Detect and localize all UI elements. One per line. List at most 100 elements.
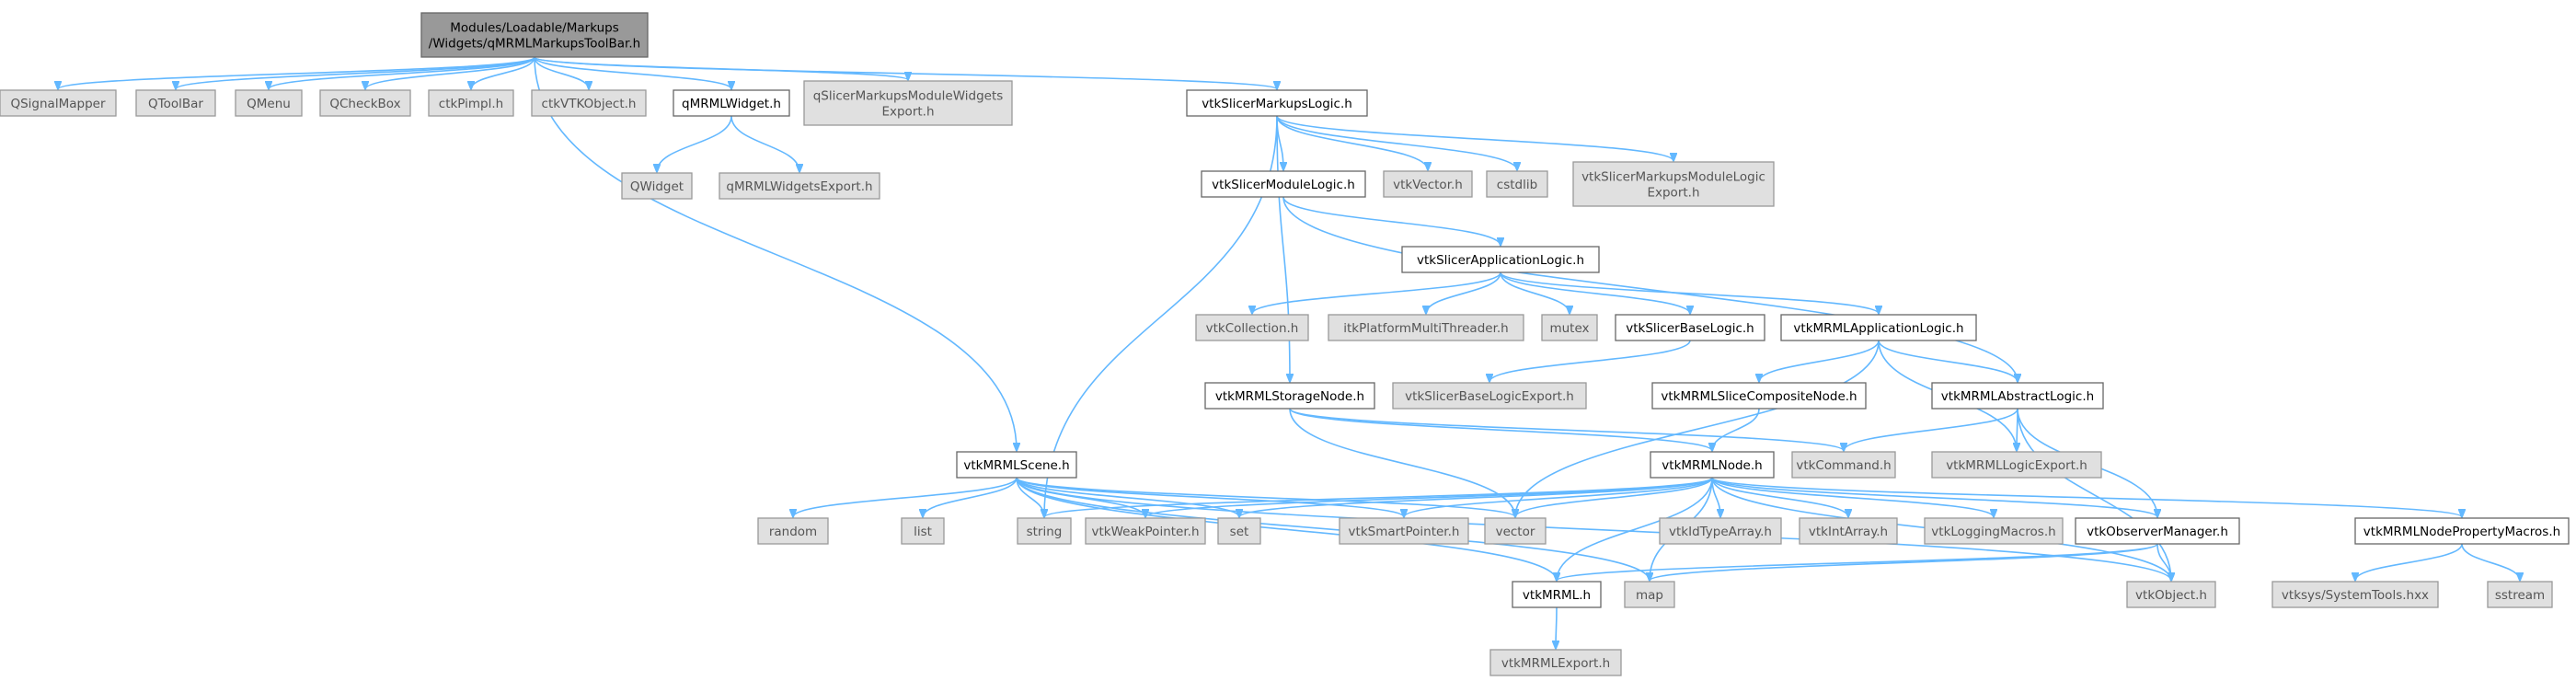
- node-list[interactable]: list: [901, 517, 945, 545]
- node-root[interactable]: Modules/Loadable/Markups/Widgets/qMRMLMa…: [420, 12, 649, 58]
- edge-vtk-mrmlnode-to-vtk-mrml: [1557, 477, 1713, 581]
- node-box: [1512, 581, 1602, 608]
- node-vtk-mrmlslice-composite-node[interactable]: vtkMRMLSliceCompositeNode.h: [1651, 382, 1867, 410]
- node-qtool-bar[interactable]: QToolBar: [135, 89, 216, 117]
- node-vtk-slicer-application-logic[interactable]: vtkSlicerApplicationLogic.h: [1401, 246, 1600, 273]
- node-vtk-mrmlnode[interactable]: vtkMRMLNode.h: [1650, 451, 1775, 479]
- node-label: vtkMRMLNodePropertyMacros.h: [2363, 525, 2560, 539]
- edge-vtk-mrmlscene-to-vtk-smart-pointer: [1016, 477, 1404, 517]
- edge-vtk-observer-manager-to-map: [1650, 543, 2158, 581]
- edge-vtk-mrmlnode-to-vtk-observer-manager: [1711, 477, 2157, 517]
- node-box: [531, 89, 647, 117]
- node-cstdlib[interactable]: cstdlib: [1486, 170, 1548, 198]
- node-q-mrmlwidgets-export[interactable]: qMRMLWidgetsExport.h: [719, 172, 880, 200]
- node-vtk-object[interactable]: vtkObject.h: [2126, 581, 2216, 608]
- node-label: vtkSlicerBaseLogic.h: [1626, 321, 1754, 336]
- node-vtk-slicer-base-logic-export[interactable]: vtkSlicerBaseLogicExport.h: [1392, 382, 1587, 410]
- node-label: map: [1636, 588, 1663, 603]
- node-label: vtkMRMLLogicExport.h: [1946, 458, 2087, 473]
- node-vtk-mrmlapplication-logic[interactable]: vtkMRMLApplicationLogic.h: [1780, 314, 1977, 341]
- node-random[interactable]: random: [757, 517, 829, 545]
- node-box: [235, 89, 303, 117]
- edge-vtk-mrml-to-vtk-mrmlexport: [1556, 606, 1557, 649]
- node-vtk-id-type-array[interactable]: vtkIdTypeArray.h: [1659, 517, 1782, 545]
- edge-vtk-slicer-application-logic-to-vtk-slicer-base-logic: [1500, 271, 1690, 314]
- node-vtk-logging-macros[interactable]: vtkLoggingMacros.h: [1924, 517, 2064, 545]
- node-vtk-int-array[interactable]: vtkIntArray.h: [1799, 517, 1898, 545]
- node-label: vtkSlicerApplicationLogic.h: [1417, 253, 1584, 268]
- edge-vtk-observer-manager-to-vtk-object: [2156, 543, 2171, 581]
- node-box: [2126, 581, 2216, 608]
- node-vtk-mrmlscene[interactable]: vtkMRMLScene.h: [956, 451, 1077, 479]
- node-label: string: [1027, 525, 1063, 539]
- node-map[interactable]: map: [1624, 581, 1675, 608]
- node-vtk-mrml[interactable]: vtkMRML.h: [1512, 581, 1602, 608]
- node-box: [1186, 89, 1368, 117]
- node-vtk-command[interactable]: vtkCommand.h: [1791, 451, 1896, 479]
- node-sstream[interactable]: sstream: [2487, 581, 2553, 608]
- node-vtk-mrmllogic-export[interactable]: vtkMRMLLogicExport.h: [1931, 451, 2102, 479]
- edge-vtk-mrmlabstract-logic-to-vtk-command: [1844, 408, 2018, 451]
- node-mutex[interactable]: mutex: [1541, 314, 1598, 341]
- node-qcheck-box[interactable]: QCheckBox: [319, 89, 411, 117]
- node-string[interactable]: string: [1017, 517, 1072, 545]
- edge-vtk-slicer-module-logic-to-vtk-slicer-application-logic: [1282, 196, 1501, 246]
- node-label: vtkIntArray.h: [1809, 525, 1888, 539]
- node-label: Modules/Loadable/Markups: [450, 21, 619, 36]
- node-vtk-slicer-module-logic[interactable]: vtkSlicerModuleLogic.h: [1201, 170, 1366, 198]
- node-label: qSlicerMarkupsModuleWidgets: [813, 89, 1004, 104]
- node-box: [1659, 517, 1782, 545]
- edges-layer: [58, 56, 2520, 649]
- node-ctk-vtkobject[interactable]: ctkVTKObject.h: [531, 89, 647, 117]
- node-label: vtkCollection.h: [1206, 321, 1299, 336]
- node-label: ctkVTKObject.h: [542, 97, 637, 111]
- node-set[interactable]: set: [1217, 517, 1261, 545]
- node-box: [1931, 451, 2102, 479]
- edge-root-to-qcheck-box: [365, 56, 535, 89]
- edge-root-to-ctk-pimpl: [471, 56, 535, 89]
- node-box: [2075, 517, 2240, 545]
- node-vector[interactable]: vector: [1484, 517, 1547, 545]
- node-vtk-weak-pointer[interactable]: vtkWeakPointer.h: [1085, 517, 1206, 545]
- node-qmenu[interactable]: QMenu: [235, 89, 303, 117]
- edge-vtk-mrmlscene-to-vtk-mrml: [1016, 477, 1557, 581]
- node-qwidget[interactable]: QWidget: [621, 172, 693, 200]
- node-vtk-mrmlstorage-node[interactable]: vtkMRMLStorageNode.h: [1204, 382, 1375, 410]
- edge-q-mrmlwidget-to-q-mrmlwidgets-export: [730, 115, 799, 172]
- node-box: [428, 89, 514, 117]
- edge-root-to-vtk-mrmlscene: [534, 56, 1017, 451]
- node-box: [1651, 382, 1867, 410]
- node-vtksys-system-tools[interactable]: vtksys/SystemTools.hxx: [2271, 581, 2439, 608]
- node-vtk-vector[interactable]: vtkVector.h: [1383, 170, 1473, 198]
- node-label: vtkMRML.h: [1523, 588, 1591, 603]
- node-vtk-slicer-base-logic[interactable]: vtkSlicerBaseLogic.h: [1615, 314, 1765, 341]
- node-label: cstdlib: [1497, 178, 1537, 192]
- node-label: QWidget: [630, 179, 684, 194]
- node-label: vtkMRMLScene.h: [963, 458, 1069, 473]
- edge-vtk-mrmlstorage-node-to-vtk-mrmlnode: [1289, 408, 1712, 451]
- node-vtk-mrmlexport[interactable]: vtkMRMLExport.h: [1489, 649, 1622, 676]
- node-label: ctkPimpl.h: [439, 97, 503, 111]
- node-vtk-collection[interactable]: vtkCollection.h: [1195, 314, 1309, 341]
- node-vtk-slicer-markups-logic[interactable]: vtkSlicerMarkupsLogic.h: [1186, 89, 1368, 117]
- edge-vtk-mrmlscene-to-vtk-object: [1016, 477, 2171, 581]
- node-ctk-pimpl[interactable]: ctkPimpl.h: [428, 89, 514, 117]
- node-label: QMenu: [247, 97, 291, 111]
- node-qsignal-mapper[interactable]: QSignalMapper: [0, 89, 117, 117]
- node-label: vtkObject.h: [2135, 588, 2207, 603]
- node-vtk-mrmlnode-property-macros[interactable]: vtkMRMLNodePropertyMacros.h: [2354, 517, 2570, 545]
- node-label: vtkObserverManager.h: [2087, 525, 2228, 539]
- node-itk-platform-multi-threader[interactable]: itkPlatformMultiThreader.h: [1328, 314, 1524, 341]
- node-vtk-mrmlabstract-logic[interactable]: vtkMRMLAbstractLogic.h: [1931, 382, 2104, 410]
- node-q-mrmlwidget[interactable]: qMRMLWidget.h: [673, 89, 790, 117]
- node-box: [2271, 581, 2439, 608]
- node-box: [1489, 649, 1622, 676]
- edge-vtk-mrmlscene-to-map: [1016, 477, 1650, 581]
- node-box: [673, 89, 790, 117]
- node-vtk-smart-pointer[interactable]: vtkSmartPointer.h: [1339, 517, 1469, 545]
- edge-vtk-slicer-application-logic-to-mutex: [1500, 271, 1570, 314]
- node-vtk-observer-manager[interactable]: vtkObserverManager.h: [2075, 517, 2240, 545]
- edge-vtk-mrmlnode-property-macros-to-sstream: [2461, 543, 2520, 581]
